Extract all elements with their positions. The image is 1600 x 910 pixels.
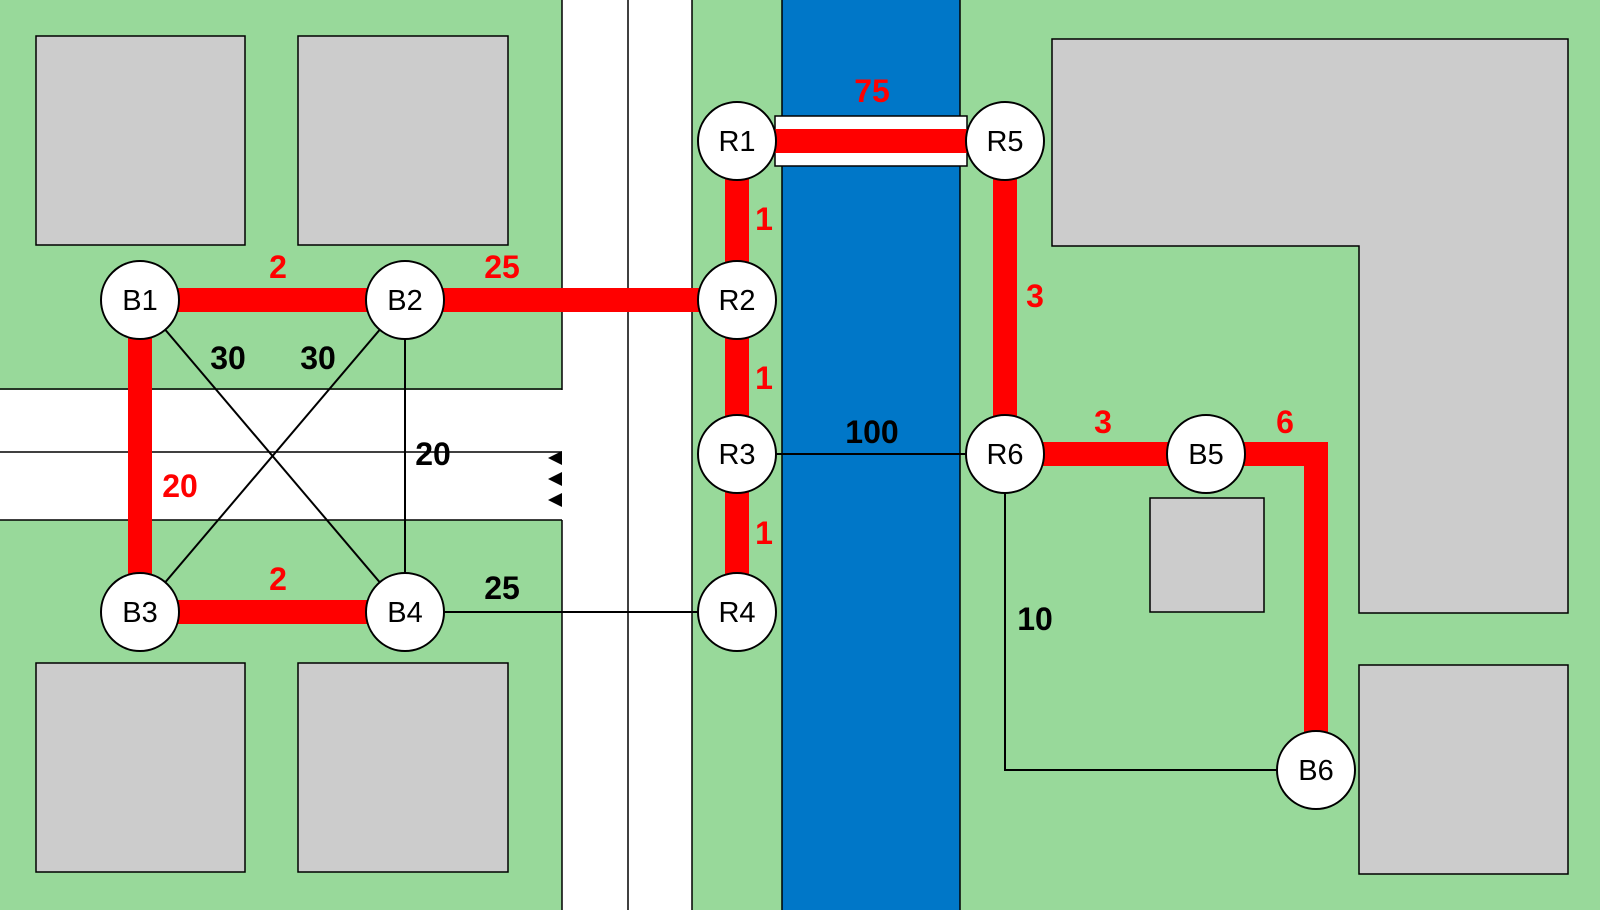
node-b6: B6 [1276, 730, 1356, 810]
weight-b4-r4: 25 [484, 570, 520, 606]
weight-r2-r3: 1 [755, 360, 773, 396]
weight-r1-r5: 75 [854, 73, 890, 109]
building [35, 35, 246, 246]
edge-b2-b3 [139, 299, 406, 613]
node-label: B3 [122, 597, 157, 629]
node-label: B4 [387, 597, 422, 629]
road-arrow-icon [548, 493, 562, 507]
edge-weights: 2 25 20 2 30 30 20 25 75 1 1 1 100 3 3 6… [162, 73, 1294, 637]
node-label: R6 [986, 439, 1023, 471]
node-b3: B3 [100, 572, 180, 652]
building [1149, 497, 1265, 613]
node-b5: B5 [1166, 414, 1246, 494]
node-label: R3 [718, 439, 755, 471]
weight-b2-r2: 25 [484, 249, 520, 285]
node-r3: R3 [697, 414, 777, 494]
weight-b3-b4: 2 [269, 561, 287, 597]
node-b2: B2 [365, 260, 445, 340]
node-label: B1 [122, 285, 157, 317]
node-r5: R5 [965, 101, 1045, 181]
node-label: R2 [718, 285, 755, 317]
horizontal-road [0, 390, 562, 520]
weight-b2-b3: 30 [300, 340, 336, 376]
weight-b5-b6: 6 [1276, 404, 1294, 440]
road-arrow-icon [548, 451, 562, 465]
node-r6: R6 [965, 414, 1045, 494]
weight-b1-b3: 20 [162, 468, 198, 504]
weight-r6-b6: 10 [1017, 601, 1053, 637]
weight-b1-b2: 2 [269, 249, 287, 285]
building [297, 662, 509, 873]
weight-r3-r4: 1 [755, 515, 773, 551]
buildings [35, 35, 1569, 875]
building [35, 662, 246, 873]
vertical-road [562, 0, 692, 910]
weight-b1-b4: 30 [210, 340, 246, 376]
node-label: R1 [718, 126, 755, 158]
weight-r3-r6: 100 [845, 414, 898, 450]
node-b4: B4 [365, 572, 445, 652]
node-r4: R4 [697, 572, 777, 652]
node-label: R5 [986, 126, 1023, 158]
building [297, 35, 509, 246]
node-label: B5 [1188, 439, 1223, 471]
building [1358, 664, 1569, 875]
weight-r6-b5: 3 [1094, 404, 1112, 440]
node-label: R4 [718, 597, 755, 629]
node-label: B2 [387, 285, 422, 317]
nodes: B1 B2 B3 B4 R1 R2 R3 R4 [100, 101, 1356, 810]
road-arrow-icon [548, 472, 562, 486]
node-r2: R2 [697, 260, 777, 340]
weight-b2-b4: 20 [415, 436, 451, 472]
edge-r6-b6 [1004, 454, 1316, 771]
node-label: B6 [1298, 755, 1333, 787]
building [1051, 38, 1569, 614]
node-r1: R1 [697, 101, 777, 181]
weight-r5-r6: 3 [1026, 278, 1044, 314]
node-b1: B1 [100, 260, 180, 340]
weight-r1-r2: 1 [755, 201, 773, 237]
